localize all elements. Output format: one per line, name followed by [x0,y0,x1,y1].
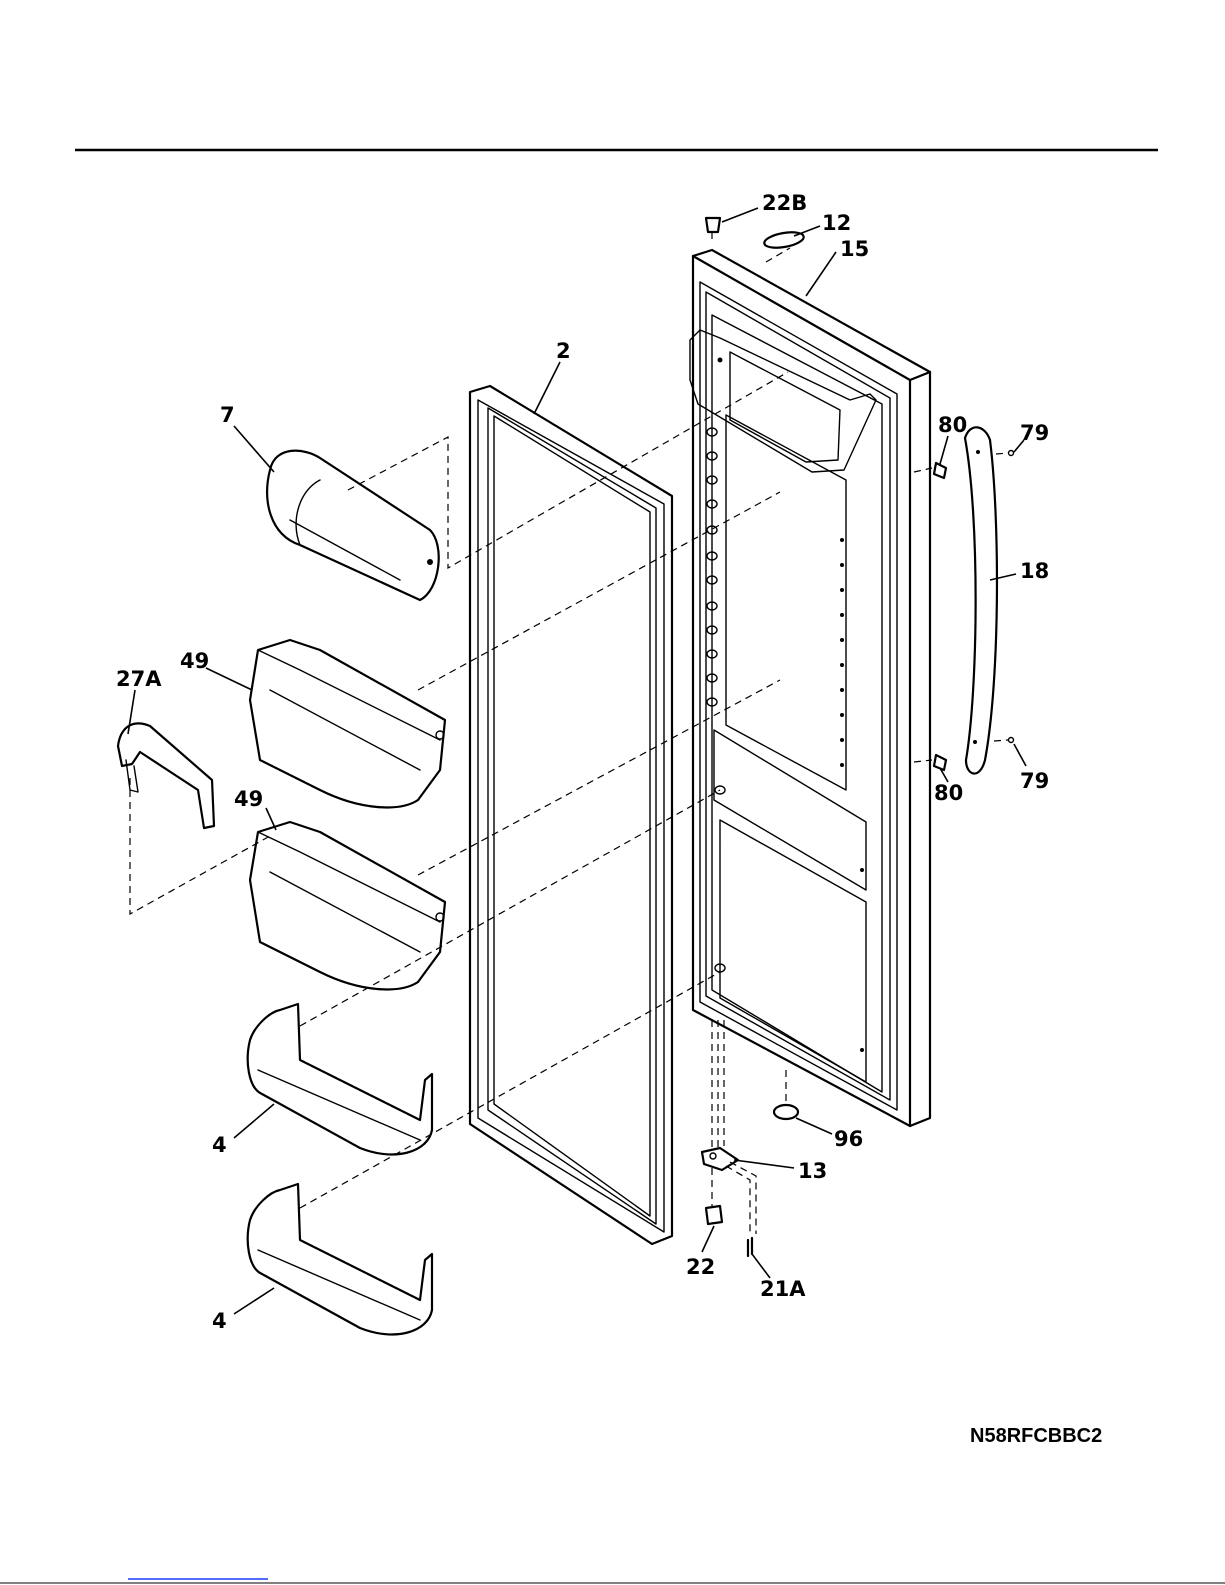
label-79-bottom: 79 [1020,769,1049,793]
shelf-pegs-right [718,358,865,1053]
diagram-code: N58RFCBBC2 [970,1425,1102,1447]
door-bin-4-bottom [248,1184,432,1334]
label-96: 96 [834,1127,863,1151]
dairy-container [267,451,439,600]
door-gasket [470,386,672,1244]
door-assembly [690,250,930,1126]
door-bin-49-bottom [250,822,445,989]
label-49-top: 49 [180,649,209,673]
label-79-top: 79 [1020,421,1049,445]
label-80-top: 80 [938,413,967,437]
label-12: 12 [822,211,851,235]
label-22B: 22B [762,191,807,215]
bin-retainer-27A [118,723,214,828]
label-49-bottom: 49 [234,787,263,811]
label-80-bottom: 80 [934,781,963,805]
label-4-bottom: 4 [212,1309,227,1333]
label-18: 18 [1020,559,1049,583]
door-handle [965,427,997,773]
label-7: 7 [220,403,235,427]
label-2: 2 [556,339,571,363]
label-13: 13 [798,1159,827,1183]
door-bin-49-top [250,640,445,807]
shelf-pegs-left [707,428,725,972]
label-22: 22 [686,1255,715,1279]
label-21A: 21A [760,1277,806,1301]
door-bin-4-top [248,1004,432,1154]
label-15: 15 [840,237,869,261]
label-4-top: 4 [212,1133,227,1157]
label-27A: 27A [116,667,162,691]
